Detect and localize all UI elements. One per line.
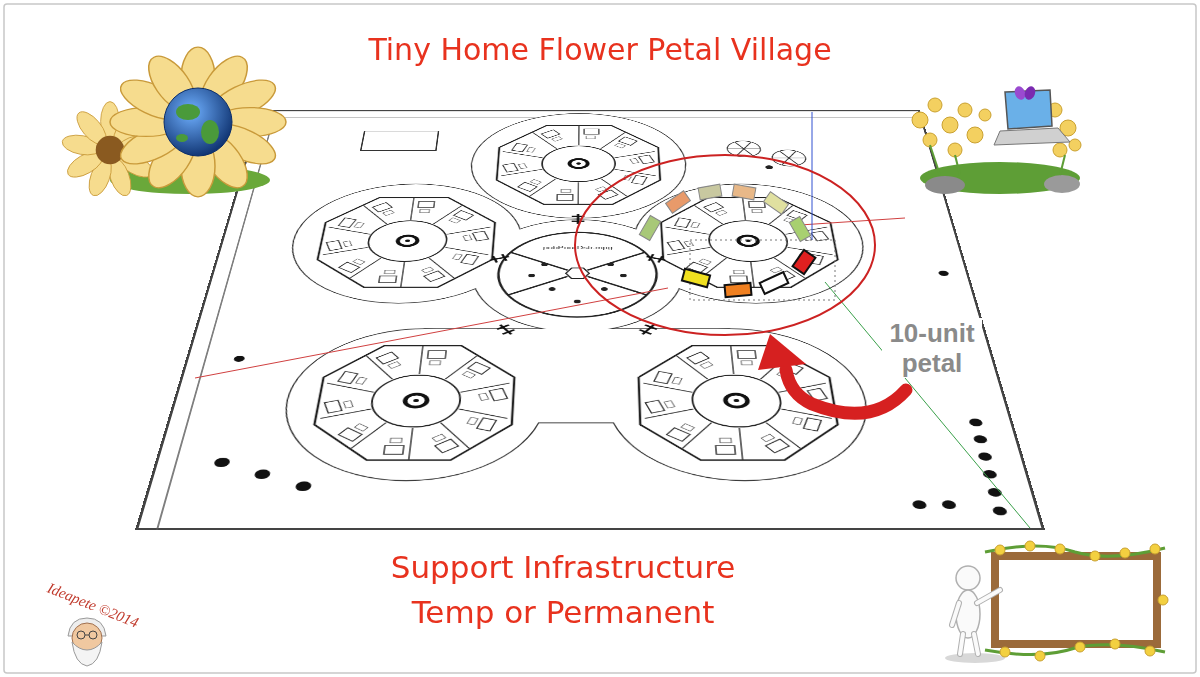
tiny-home-units xyxy=(639,184,815,297)
page-title: Tiny Home Flower Petal Village xyxy=(0,30,1200,70)
petal-clusters xyxy=(271,125,880,460)
site-dots xyxy=(193,271,1017,516)
media-file-label: pubPourDstr.mpg xyxy=(529,245,627,251)
author-face xyxy=(68,618,106,666)
petal-callout: 10-unit petal xyxy=(882,318,982,378)
guide-lines xyxy=(195,112,1030,528)
presenter-board-clipart xyxy=(945,541,1168,663)
central-hub xyxy=(495,232,659,317)
page-caption: Support Infrastructure Temp or Permanent xyxy=(353,545,773,635)
village-outline xyxy=(237,114,914,480)
highlight-ellipse xyxy=(575,155,875,335)
laptop-flowers-clipart xyxy=(912,85,1081,194)
storage-building xyxy=(361,131,439,151)
globe-flower-clipart xyxy=(61,47,286,198)
